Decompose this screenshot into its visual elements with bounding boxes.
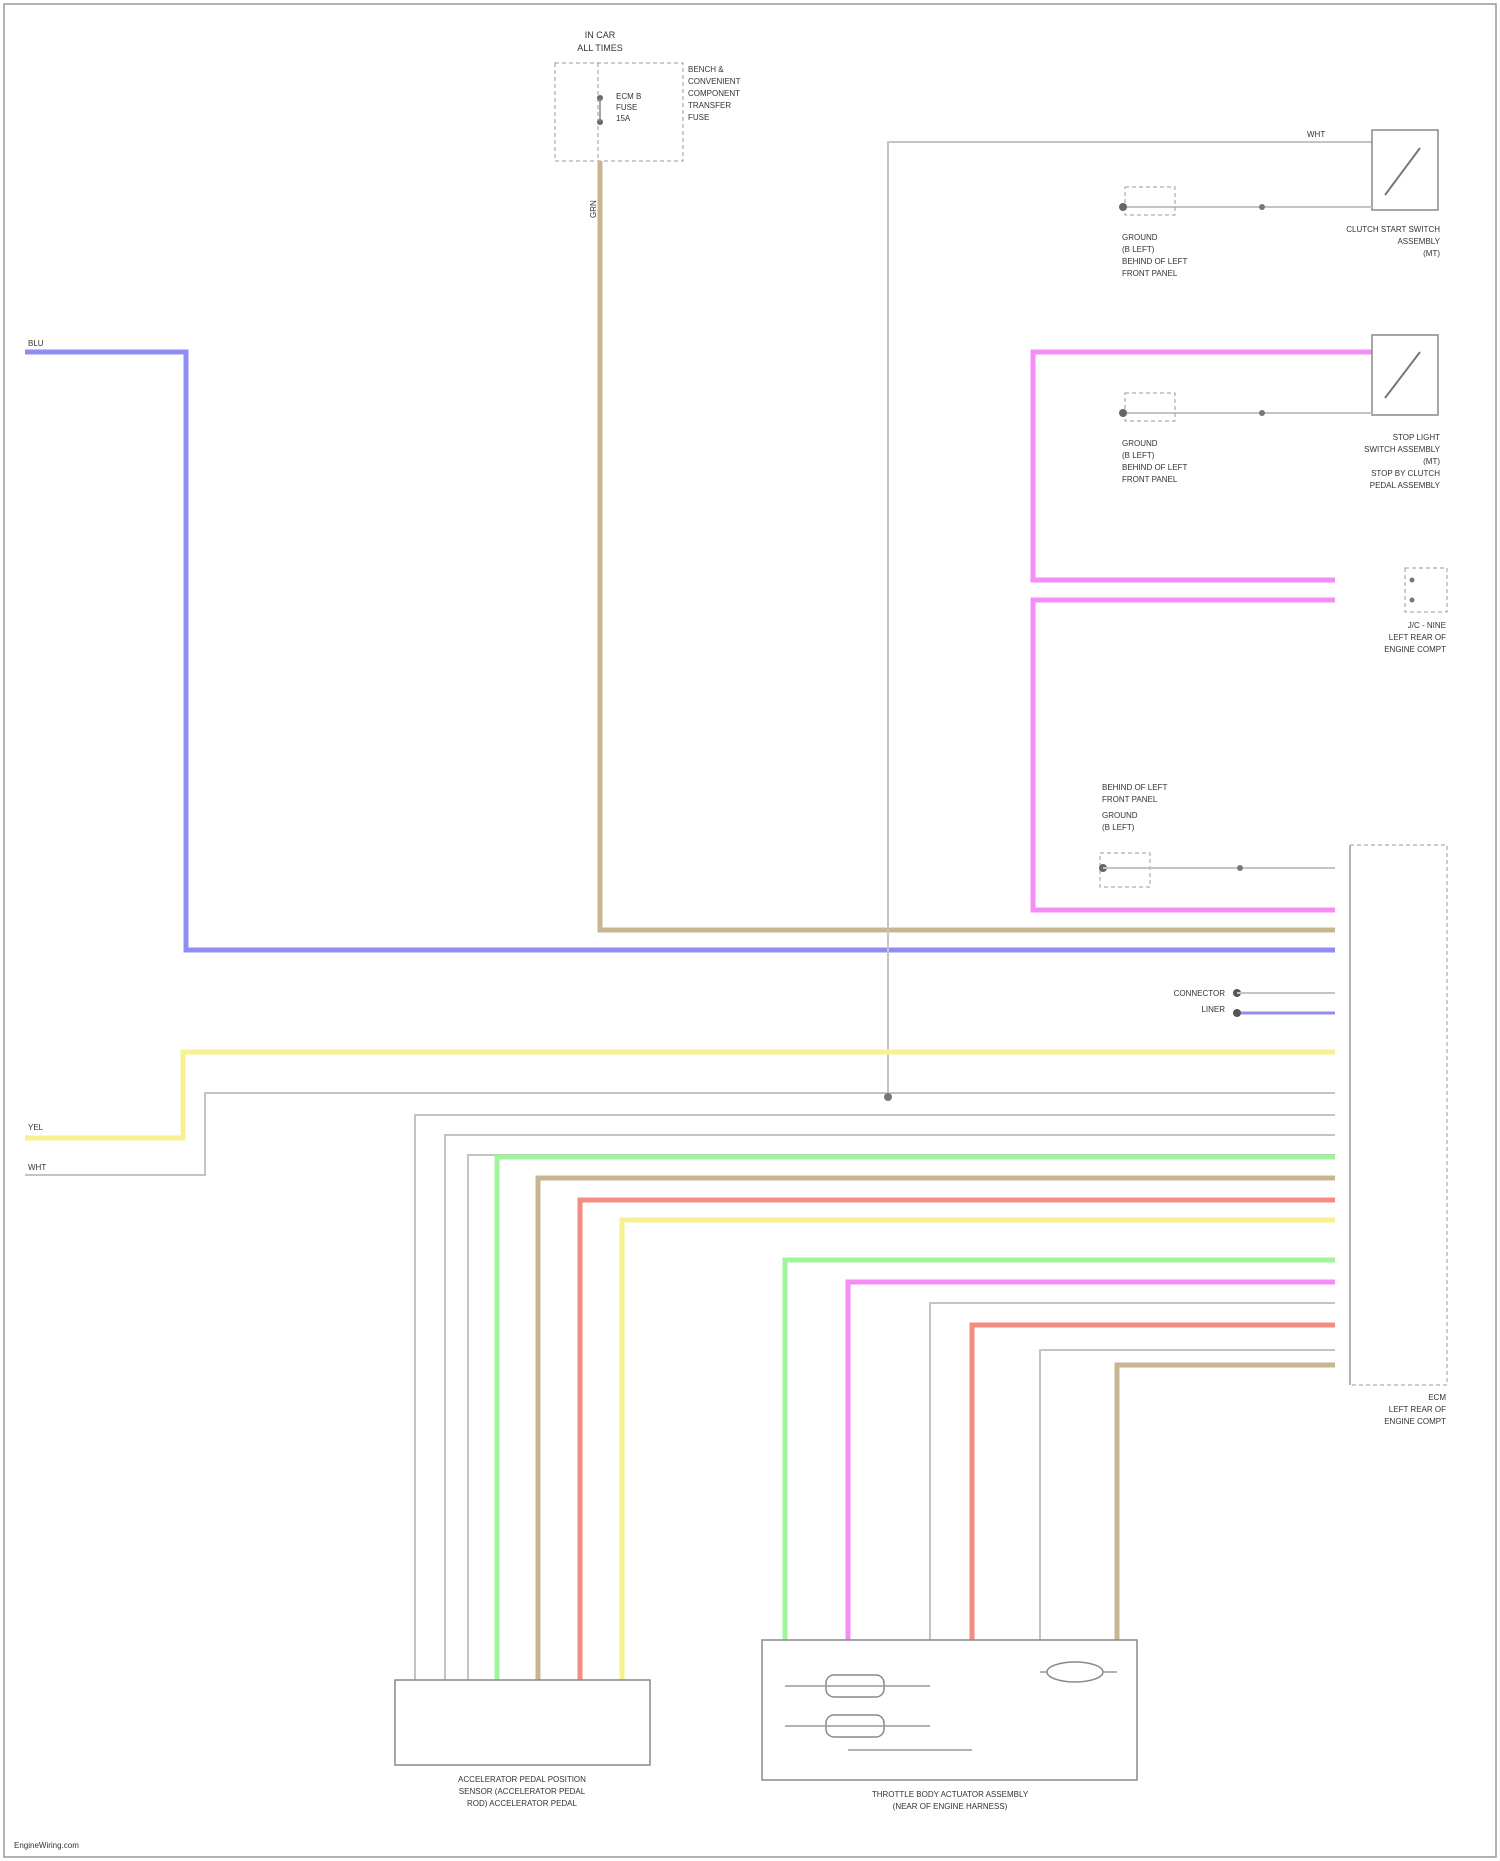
ground-2-label-a: GROUND [1122, 439, 1158, 448]
fuse-box: IN CAR ALL TIMES ECM B FUSE 15A BENCH & … [555, 30, 741, 218]
ground-2-label-c: BEHIND OF LEFT [1122, 463, 1187, 472]
ground-3-splice [1237, 865, 1243, 871]
ground-2-label-d: FRONT PANEL [1122, 475, 1178, 484]
throttle-motor [1047, 1662, 1103, 1682]
wire-pnk-2 [1033, 600, 1335, 910]
wire-accel-wht-3 [468, 1155, 1335, 1680]
stop-switch-label-1: STOP LIGHT [1393, 433, 1440, 442]
fuse-side-label-4: TRANSFER [688, 101, 731, 110]
fuse-header-2: ALL TIMES [577, 43, 623, 53]
stop-switch-box [1372, 335, 1438, 415]
wire-tan-fuse [600, 161, 1335, 930]
ecm-label-2: LEFT REAR OF [1389, 1405, 1446, 1414]
accel-label-1: ACCELERATOR PEDAL POSITION [458, 1775, 586, 1784]
watermark: EngineWiring.com [14, 1841, 79, 1850]
ground-1-label-b: (B LEFT) [1122, 245, 1155, 254]
jc-label-1: J/C - NINE [1408, 621, 1446, 630]
wire-thr-grn [785, 1260, 1335, 1640]
ground-1-label-d: FRONT PANEL [1122, 269, 1178, 278]
ground-1-label-c: BEHIND OF LEFT [1122, 257, 1187, 266]
stop-light-switch: STOP LIGHT SWITCH ASSEMBLY (MT) STOP BY … [1119, 335, 1441, 490]
stop-switch-label-4: STOP BY CLUTCH [1371, 469, 1440, 478]
jc-label-2: LEFT REAR OF [1389, 633, 1446, 642]
fuse-header-1: IN CAR [585, 30, 616, 40]
splice-dot [884, 1093, 892, 1101]
jc-pin-2 [1410, 598, 1415, 603]
wire-thr-red [972, 1325, 1335, 1640]
clutch-ground-conn [1125, 187, 1175, 215]
clutch-switch-box [1372, 130, 1438, 210]
wire-accel-yel [622, 1220, 1335, 1680]
ecm-label-3: ENGINE COMPT [1384, 1417, 1446, 1426]
wire-label-wht-left: WHT [28, 1163, 46, 1172]
clutch-switch-label-1: CLUTCH START SWITCH [1346, 225, 1440, 234]
wire-yel-left [25, 1052, 1335, 1138]
wire-accel-tan [538, 1178, 1335, 1680]
fuse-side-label-5: FUSE [688, 113, 709, 122]
stop-switch-label-3: (MT) [1423, 457, 1440, 466]
accelerator-pedal-sensor: ACCELERATOR PEDAL POSITION SENSOR (ACCEL… [395, 1680, 650, 1808]
wire-thr-wht [930, 1303, 1335, 1640]
fuse-side-label-1: BENCH & [688, 65, 724, 74]
accel-label-3: ROD) ACCELERATOR PEDAL [467, 1799, 578, 1808]
conn-label-1: CONNECTOR [1174, 989, 1226, 998]
clutch-switch-label-3: (MT) [1423, 249, 1440, 258]
ground-3: BEHIND OF LEFT FRONT PANEL GROUND (B LEF… [1099, 783, 1335, 887]
wire-thr-wht-2 [1040, 1350, 1335, 1640]
ecm-box [1350, 845, 1447, 1385]
ground-3-label-c: GROUND [1102, 811, 1138, 820]
ground-3-conn [1100, 853, 1150, 887]
clutch-start-switch: CLUTCH START SWITCH ASSEMBLY (MT) GROUND… [1119, 130, 1441, 278]
jc-pin-1 [1410, 578, 1415, 583]
fuse-side-label-3: COMPONENT [688, 89, 740, 98]
wire-label-yel-left: YEL [28, 1123, 44, 1132]
fuse-inner-label-1: ECM B [616, 92, 641, 101]
fuse-inner-label-3: 15A [616, 114, 631, 123]
fuse-inner-label-2: FUSE [616, 103, 637, 112]
stop-switch-splice [1259, 410, 1265, 416]
clutch-switch-splice [1259, 204, 1265, 210]
clutch-switch-contact [1385, 148, 1420, 195]
ground-3-label-a: BEHIND OF LEFT [1102, 783, 1167, 792]
stop-ground-conn [1125, 393, 1175, 421]
ground-2-label-b: (B LEFT) [1122, 451, 1155, 460]
jc-box [1405, 568, 1447, 612]
clutch-switch-label-2: ASSEMBLY [1397, 237, 1440, 246]
accel-sensor-box [395, 1680, 650, 1765]
wire-thr-tan [1117, 1365, 1335, 1640]
fuse-wire-label: GRN [589, 200, 598, 218]
wires [25, 142, 1372, 1680]
wire-labels: WHT BLU YEL WHT [28, 130, 1325, 1172]
wire-pnk-1 [1033, 352, 1372, 580]
wire-label-wht-top: WHT [1307, 130, 1325, 139]
accel-label-2: SENSOR (ACCELERATOR PEDAL [459, 1787, 586, 1796]
ground-1-symbol [1119, 203, 1127, 211]
throttle-body-actuator: THROTTLE BODY ACTUATOR ASSEMBLY (NEAR OF… [762, 1640, 1137, 1811]
ground-3-label-b: FRONT PANEL [1102, 795, 1158, 804]
conn-dot-2 [1233, 1009, 1241, 1017]
wire-thr-pnk [848, 1282, 1335, 1640]
throttle-label-1: THROTTLE BODY ACTUATOR ASSEMBLY [872, 1790, 1029, 1799]
stop-switch-label-2: SWITCH ASSEMBLY [1364, 445, 1441, 454]
stop-switch-label-5: PEDAL ASSEMBLY [1370, 481, 1441, 490]
ecm: ECM LEFT REAR OF ENGINE COMPT [1350, 845, 1447, 1426]
junction-connector: J/C - NINE LEFT REAR OF ENGINE COMPT [1384, 568, 1447, 654]
wire-wht-top [888, 142, 1372, 1097]
throttle-box [762, 1640, 1137, 1780]
ground-3-label-d: (B LEFT) [1102, 823, 1135, 832]
jc-label-3: ENGINE COMPT [1384, 645, 1446, 654]
wire-accel-red [580, 1200, 1335, 1680]
conn-label-2: LINER [1201, 1005, 1225, 1014]
fuse-side-label-2: CONVENIENT [688, 77, 741, 86]
throttle-label-2: (NEAR OF ENGINE HARNESS) [893, 1802, 1008, 1811]
ground-2-symbol [1119, 409, 1127, 417]
wire-label-blu-left: BLU [28, 339, 44, 348]
ground-1-label-a: GROUND [1122, 233, 1158, 242]
fuse-box-outline [555, 63, 683, 161]
stop-switch-contact [1385, 352, 1420, 398]
ecm-label-1: ECM [1428, 1393, 1446, 1402]
